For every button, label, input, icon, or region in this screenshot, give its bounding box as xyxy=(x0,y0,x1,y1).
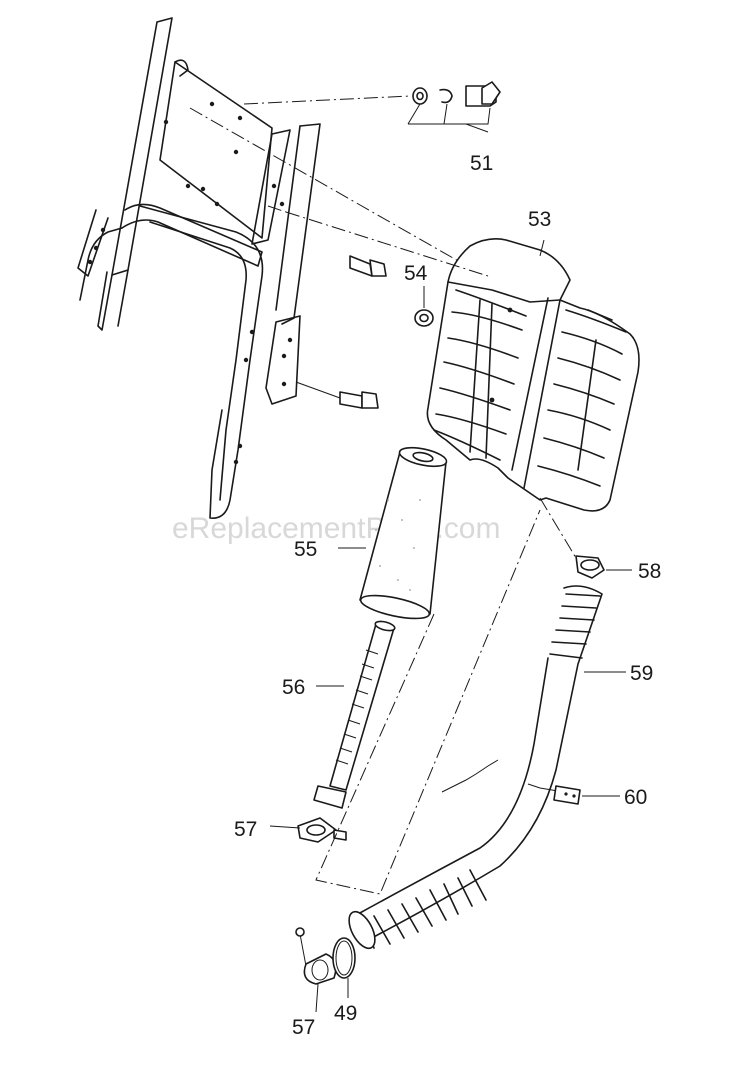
frame-bolts xyxy=(295,255,387,409)
watermark: eReplacementParts.com xyxy=(172,512,500,545)
part-label-51: 51 xyxy=(470,152,493,175)
hose-clamp-top xyxy=(297,817,347,843)
o-ring xyxy=(332,937,356,979)
bolt-with-washers xyxy=(407,81,501,133)
part-label-53: 53 xyxy=(528,208,551,231)
part-label-49: 49 xyxy=(334,1002,357,1025)
flexible-hose xyxy=(348,585,603,950)
chain xyxy=(441,759,581,805)
assembly-lines xyxy=(189,95,577,895)
handle-frame xyxy=(77,17,321,519)
part-label-59: 59 xyxy=(630,662,653,685)
part-label-54: 54 xyxy=(404,262,428,285)
part-label-57-bottom: 57 xyxy=(292,1016,315,1039)
part-label-58: 58 xyxy=(638,560,661,583)
perforated-tube xyxy=(313,620,396,809)
part-label-55: 55 xyxy=(294,538,317,561)
leader-lines xyxy=(269,239,632,1013)
filter-cylinder xyxy=(359,446,448,620)
tool-holder xyxy=(426,238,640,512)
nut xyxy=(414,309,434,327)
hose-clamp-bottom xyxy=(295,927,337,985)
part-label-60: 60 xyxy=(624,786,647,809)
end-cap xyxy=(575,555,605,579)
part-label-57-top: 57 xyxy=(234,818,257,841)
part-label-56: 56 xyxy=(282,676,305,699)
